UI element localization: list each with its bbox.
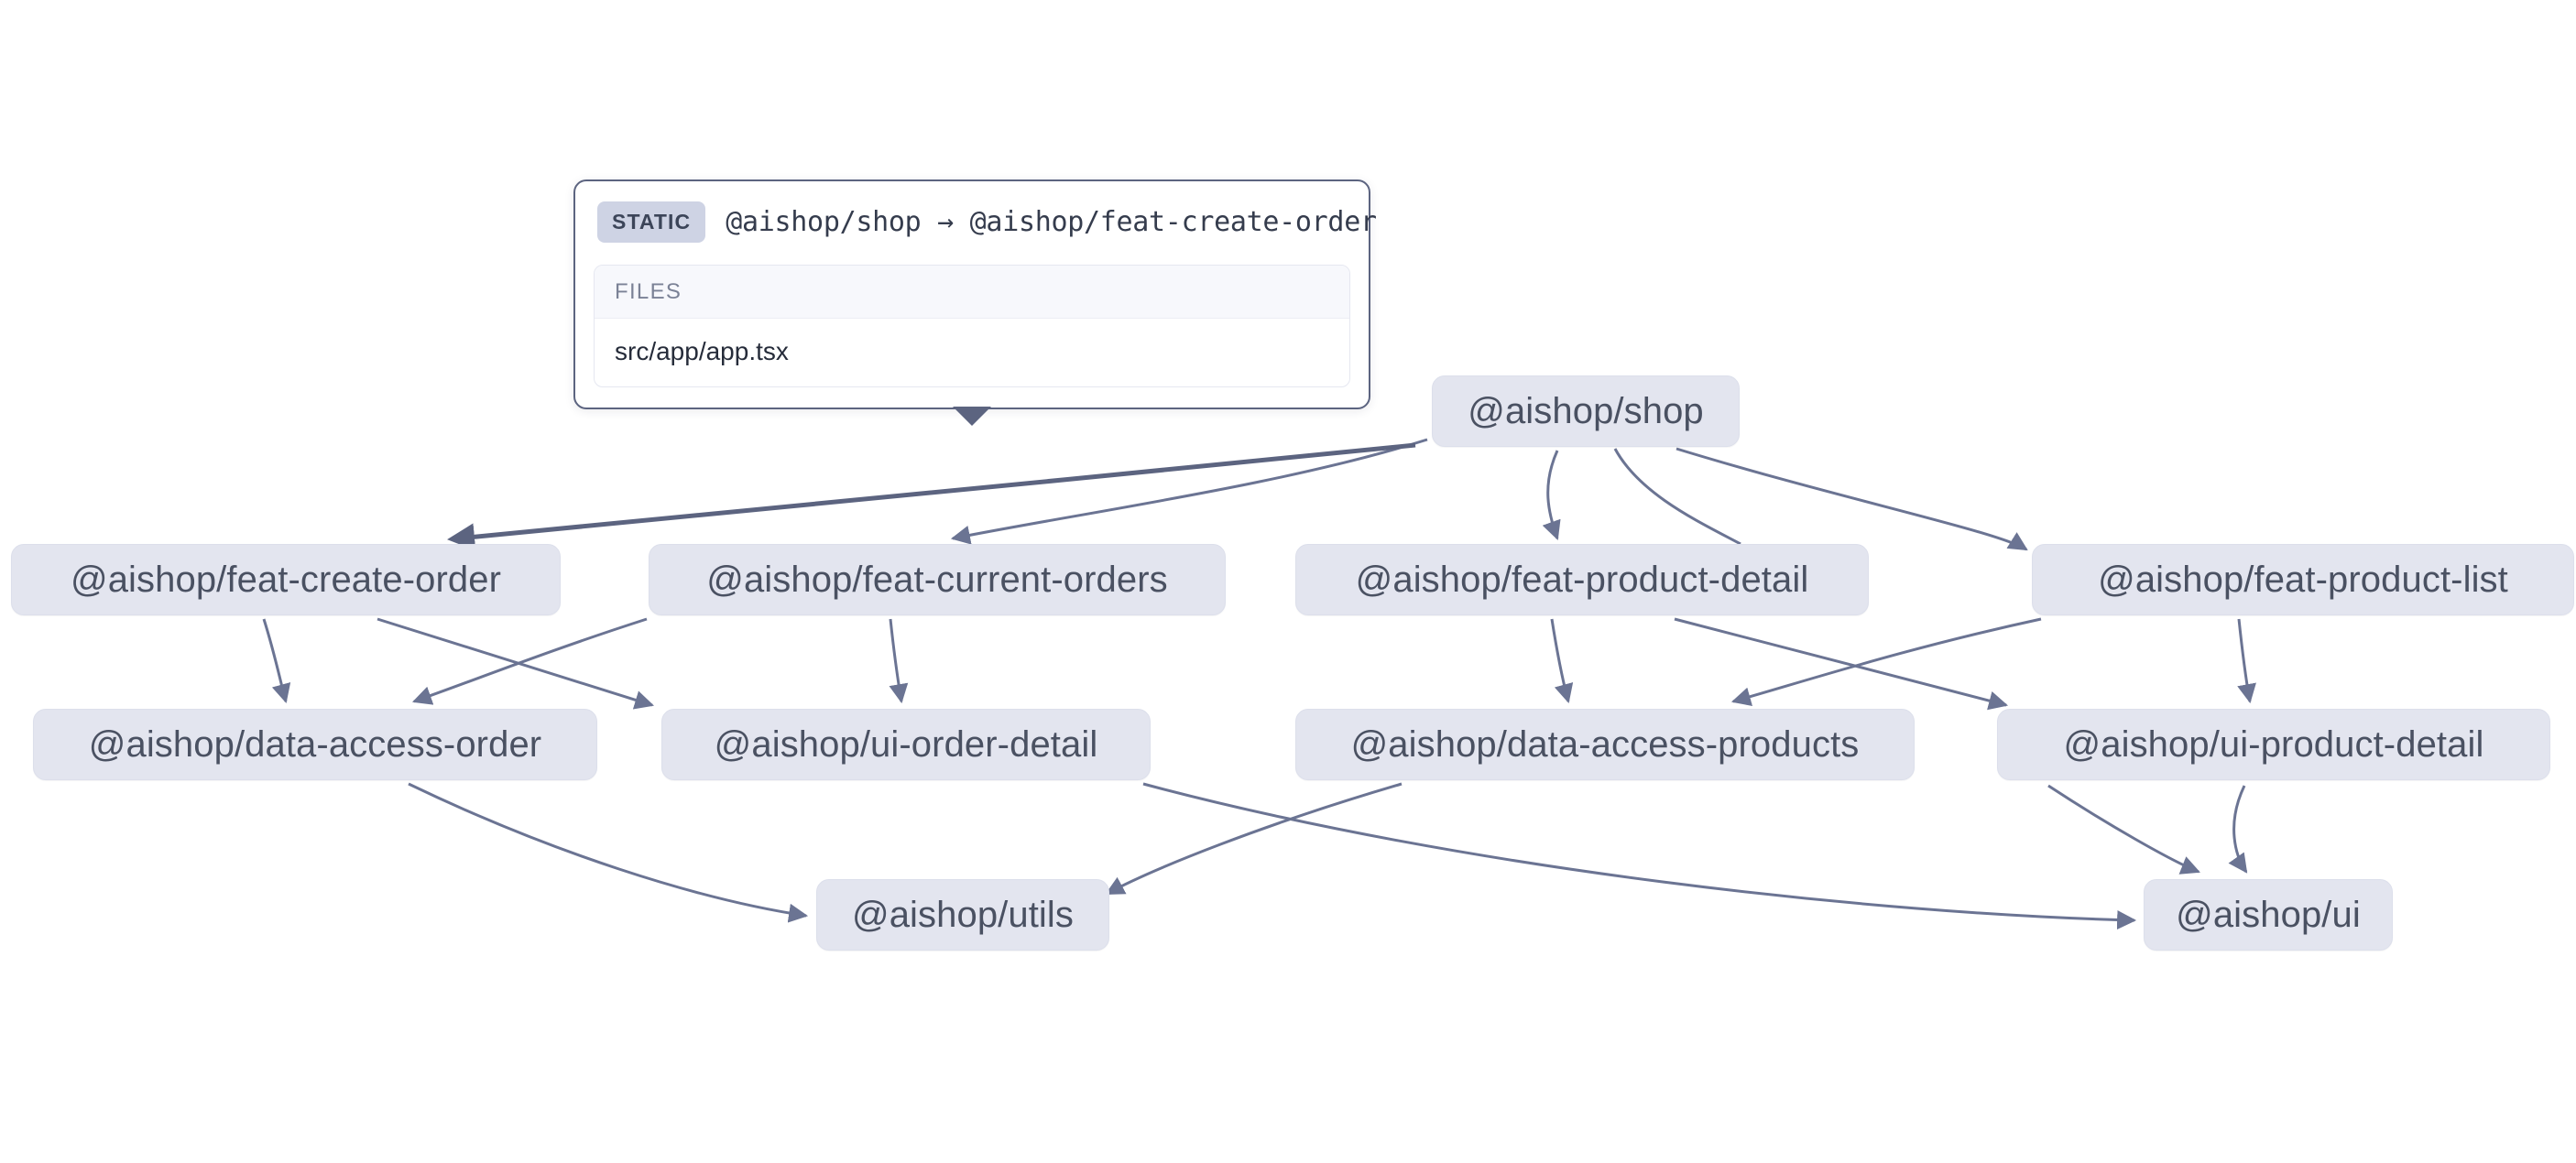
graph-node-data-access-products[interactable]: @aishop/data-access-products [1295, 709, 1915, 780]
graph-node-label: @aishop/feat-create-order [71, 560, 501, 600]
graph-node-feat-product-detail[interactable]: @aishop/feat-product-detail [1295, 544, 1869, 615]
edge-feat-current-orders-to-ui-order-detail [889, 618, 909, 704]
graph-node-feat-current-orders[interactable]: @aishop/feat-current-orders [649, 544, 1226, 615]
graph-node-label: @aishop/ui [2176, 895, 2361, 935]
tooltip-pointer-arrow [953, 407, 991, 426]
graph-node-feat-product-list[interactable]: @aishop/feat-product-list [2032, 544, 2574, 615]
graph-node-label: @aishop/ui-product-detail [2063, 724, 2484, 765]
tooltip-header: STATIC @aishop/shop → @aishop/feat-creat… [594, 198, 1377, 248]
edge-shop-crossing-leg [1613, 448, 1741, 546]
edge-detail-tooltip[interactable]: STATIC @aishop/shop → @aishop/feat-creat… [573, 179, 1377, 426]
edge-feat-create-order-to-data-access-order [262, 618, 291, 704]
graph-node-label: @aishop/utils [851, 895, 1075, 935]
graph-node-label: @aishop/feat-product-list [2098, 560, 2508, 600]
graph-node-utils[interactable]: @aishop/utils [816, 879, 1109, 951]
graph-node-label: @aishop/data-access-products [1350, 724, 1860, 765]
graph-node-data-access-order[interactable]: @aishop/data-access-order [33, 709, 597, 780]
graph-node-label: @aishop/feat-current-orders [706, 560, 1168, 600]
graph-node-label: @aishop/feat-product-detail [1355, 560, 1809, 600]
graph-node-ui-order-detail[interactable]: @aishop/ui-order-detail [661, 709, 1151, 780]
edge-feat-create-order-to-ui-order-detail [377, 617, 655, 710]
files-section-header: FILES [595, 266, 1349, 319]
edge-feat-current-orders-to-data-access-order [412, 617, 648, 705]
edge-ui-product-detail-to-ui-curve [2228, 785, 2248, 874]
edge-feat-product-detail-to-data-access-products [1550, 618, 1574, 704]
edge-data-access-order-to-utils [408, 782, 809, 923]
edge-feat-product-list-to-data-access-products [1730, 617, 2042, 706]
graph-node-label: @aishop/data-access-order [88, 724, 542, 765]
files-panel: FILES src/app/app.tsx [594, 265, 1350, 387]
graph-node-label: @aishop/shop [1468, 391, 1704, 431]
graph-node-shop[interactable]: @aishop/shop [1432, 375, 1740, 447]
edge-title: @aishop/shop → @aishop/feat-create-order [726, 206, 1377, 238]
file-list-item[interactable]: src/app/app.tsx [615, 337, 789, 365]
edge-shop-to-feat-product-detail [1542, 450, 1561, 540]
graph-node-feat-create-order[interactable]: @aishop/feat-create-order [11, 544, 561, 615]
edge-shop-to-feat-current-orders [950, 438, 1428, 545]
edge-feat-product-list-to-ui-product-detail [2237, 618, 2256, 704]
edge-shop-to-feat-create-order-highlighted [447, 442, 1416, 551]
edge-feat-product-detail-to-ui-product-detail [1674, 617, 2009, 711]
edge-shop-to-feat-product-list [1675, 447, 2028, 551]
edge-ui-order-detail-to-ui [1142, 782, 2137, 930]
edge-type-badge: STATIC [597, 201, 706, 243]
edge-data-access-products-to-utils [1105, 782, 1403, 896]
edge-ui-product-detail-to-ui-diagonal [2047, 784, 2200, 875]
graph-node-ui[interactable]: @aishop/ui [2144, 879, 2393, 951]
graph-node-label: @aishop/ui-order-detail [714, 724, 1098, 765]
graph-node-ui-product-detail[interactable]: @aishop/ui-product-detail [1997, 709, 2550, 780]
